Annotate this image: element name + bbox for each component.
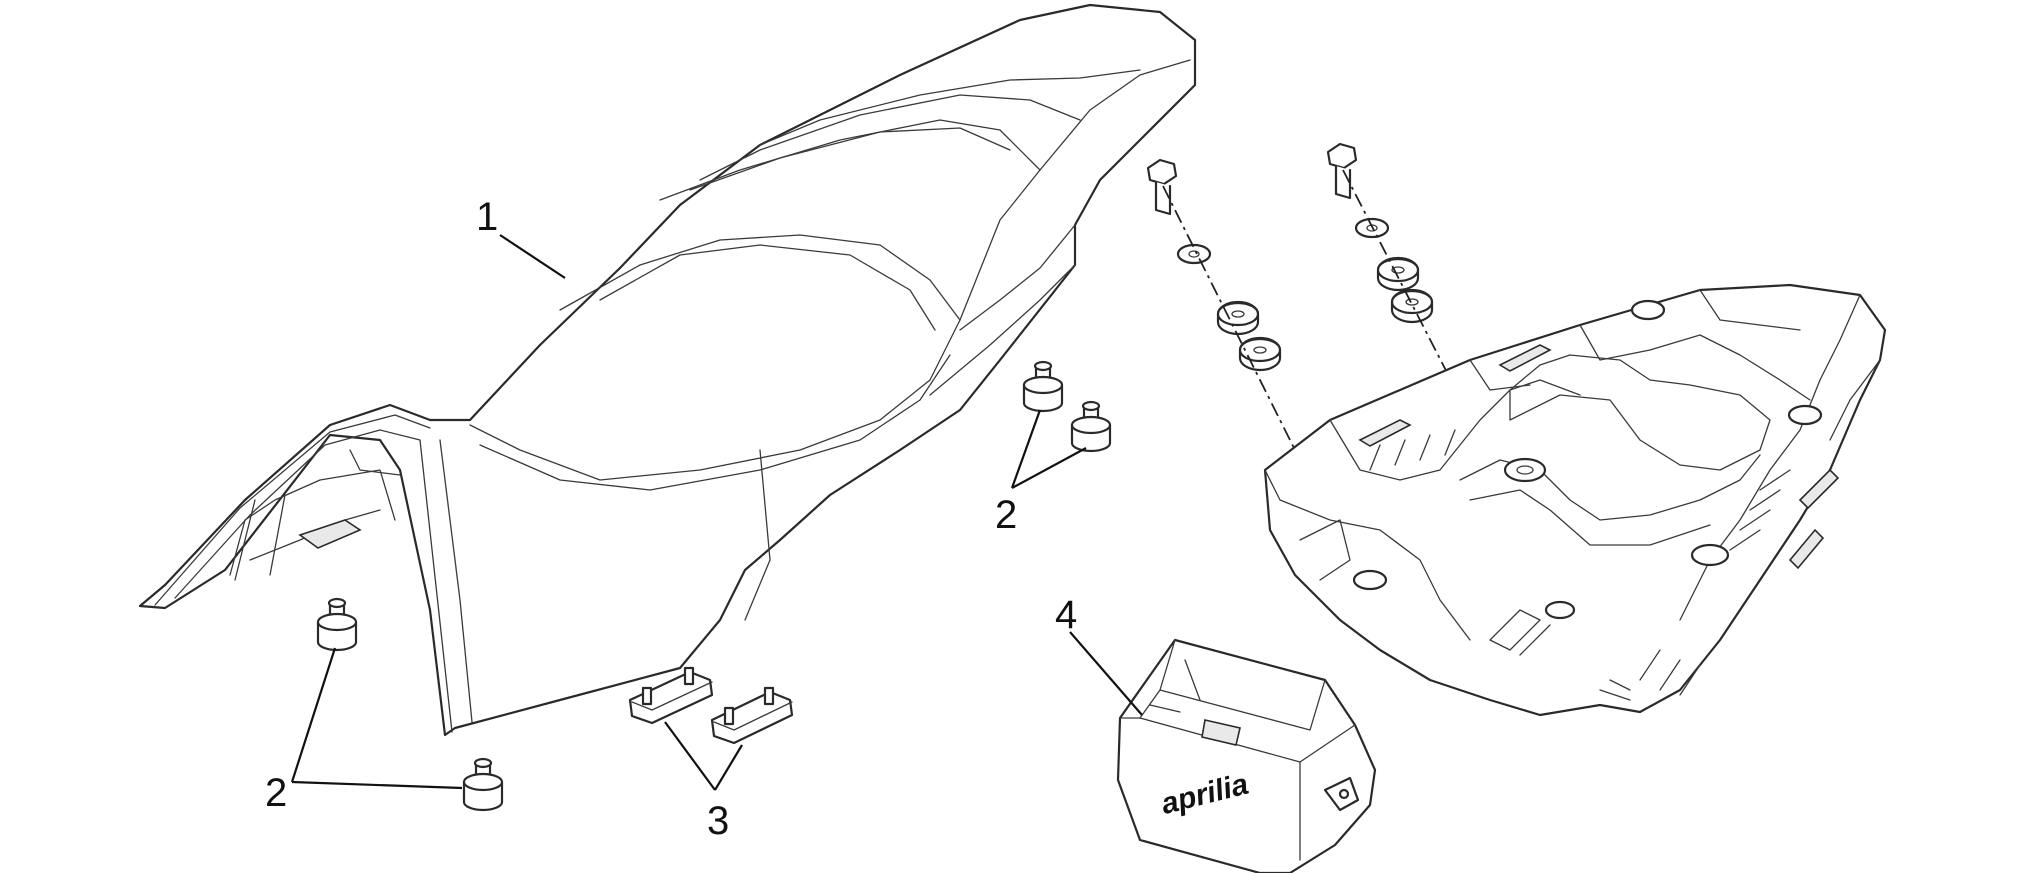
- slider-2: [710, 686, 794, 745]
- callout-3: 3: [707, 799, 729, 843]
- toolbox-part: aprilia: [1116, 638, 1377, 873]
- leader-seat: [499, 234, 566, 279]
- rubber-mount-4: [1070, 400, 1112, 453]
- callout-1: 1: [476, 195, 498, 239]
- leader-toolbox: [1069, 631, 1143, 716]
- assembly-axis-left: [1162, 185, 1361, 581]
- leader-rubber-right: [1010, 409, 1087, 489]
- seat-part: [138, 3, 1197, 737]
- callout-2-right: 2: [995, 493, 1017, 537]
- fixing-hardware-left: [1146, 158, 1282, 372]
- leader-slider: [664, 721, 743, 791]
- fixing-hardware-right: [1326, 142, 1434, 324]
- rubber-mount-1: [316, 597, 358, 652]
- callout-2-left: 2: [265, 771, 287, 815]
- rubber-mount-2: [462, 757, 504, 812]
- leader-rubber-left: [290, 647, 463, 790]
- rubber-mount-3: [1022, 360, 1064, 413]
- slider-1: [628, 666, 714, 725]
- callout-4: 4: [1055, 593, 1077, 637]
- seat-support-tray: [1263, 283, 1887, 717]
